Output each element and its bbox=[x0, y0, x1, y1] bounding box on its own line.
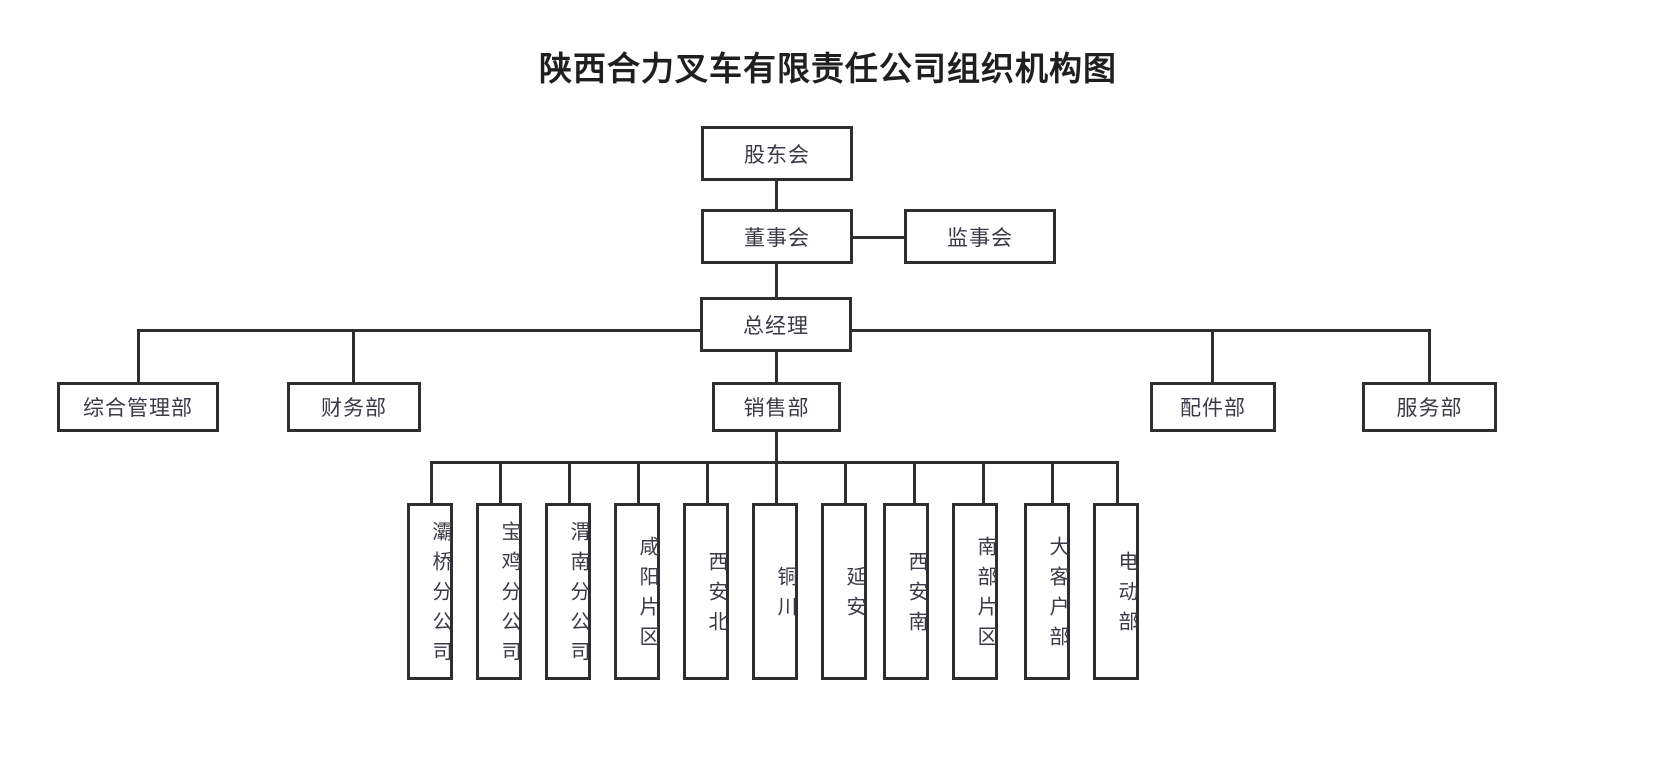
connector-board-to-gm bbox=[775, 263, 778, 298]
connector-drop-parts bbox=[1211, 329, 1214, 383]
connector-drop-unit-10 bbox=[1051, 461, 1054, 504]
connector-drop-unit-9 bbox=[982, 461, 985, 504]
node-general-manager[interactable]: 总经理 bbox=[700, 297, 852, 352]
connector-drop-service bbox=[1428, 329, 1431, 383]
node-sales-unit-electric[interactable]: 电动部 bbox=[1093, 503, 1139, 680]
connector-drop-unit-7 bbox=[844, 461, 847, 504]
node-sales-unit-weinan-branch[interactable]: 渭南分公司 bbox=[545, 503, 591, 680]
node-sales-unit-bagqiao-branch[interactable]: 灞桥分公司 bbox=[407, 503, 453, 680]
node-department-general-management[interactable]: 综合管理部 bbox=[57, 382, 219, 432]
node-board-of-supervisors[interactable]: 监事会 bbox=[904, 209, 1056, 264]
connector-drop-sales bbox=[775, 352, 778, 383]
node-board-of-directors[interactable]: 董事会 bbox=[701, 209, 853, 264]
connector-drop-unit-1 bbox=[430, 461, 433, 504]
node-department-finance[interactable]: 财务部 bbox=[287, 382, 421, 432]
node-department-sales[interactable]: 销售部 bbox=[712, 382, 841, 432]
connector-drop-unit-4 bbox=[637, 461, 640, 504]
node-sales-unit-south-district[interactable]: 南部片区 bbox=[952, 503, 998, 680]
node-sales-unit-xianyang-district[interactable]: 咸阳片区 bbox=[614, 503, 660, 680]
connector-drop-general-management bbox=[137, 329, 140, 383]
page-title: 陕西合力叉车有限责任公司组织机构图 bbox=[539, 50, 1117, 87]
connector-shareholders-to-board bbox=[775, 180, 778, 211]
node-department-service[interactable]: 服务部 bbox=[1362, 382, 1497, 432]
connector-drop-unit-5 bbox=[706, 461, 709, 504]
node-sales-unit-xian-south[interactable]: 西安南 bbox=[883, 503, 929, 680]
node-shareholders-meeting[interactable]: 股东会 bbox=[701, 126, 853, 181]
connector-gm-bus-left bbox=[137, 329, 702, 332]
connector-drop-unit-2 bbox=[499, 461, 502, 504]
connector-drop-unit-11 bbox=[1116, 461, 1119, 504]
connector-drop-unit-3 bbox=[568, 461, 571, 504]
node-sales-unit-key-accounts[interactable]: 大客户部 bbox=[1024, 503, 1070, 680]
connector-gm-bus-right bbox=[849, 329, 1431, 332]
node-sales-unit-tongchuan[interactable]: 铜川 bbox=[752, 503, 798, 680]
connector-drop-unit-6 bbox=[775, 461, 778, 504]
connector-drop-unit-8 bbox=[913, 461, 916, 504]
connector-drop-finance bbox=[352, 329, 355, 383]
connector-board-to-supervisors bbox=[850, 236, 906, 239]
node-department-parts[interactable]: 配件部 bbox=[1150, 382, 1276, 432]
node-sales-unit-baoji-branch[interactable]: 宝鸡分公司 bbox=[476, 503, 522, 680]
node-sales-unit-xian-north[interactable]: 西安北 bbox=[683, 503, 729, 680]
node-sales-unit-yanan[interactable]: 延安 bbox=[821, 503, 867, 680]
connector-sales-stem bbox=[775, 430, 778, 463]
connector-sales-bus bbox=[430, 461, 1116, 464]
